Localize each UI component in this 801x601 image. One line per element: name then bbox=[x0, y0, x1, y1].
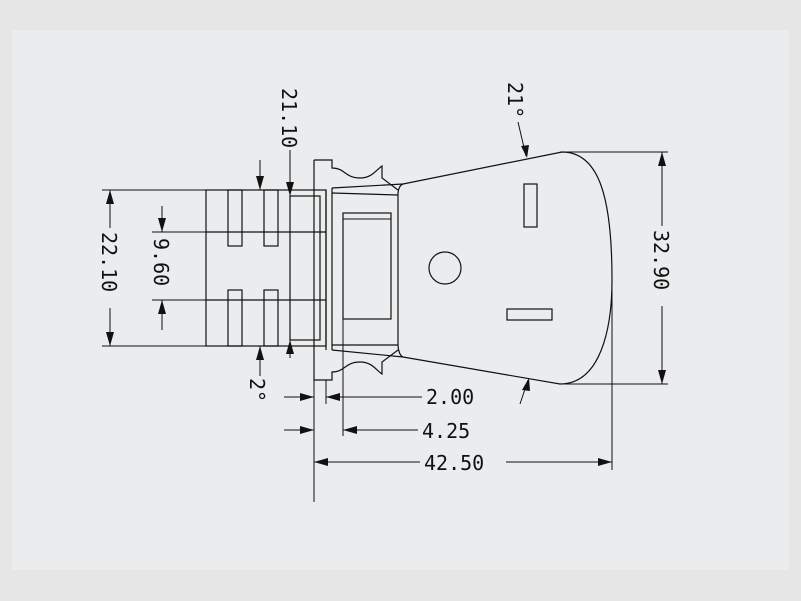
face-slot-vertical bbox=[523, 183, 538, 228]
inner-cavity bbox=[342, 212, 392, 320]
ground-hole bbox=[428, 251, 462, 285]
rear-housing-inner bbox=[289, 195, 321, 341]
neck-top-2 bbox=[331, 192, 399, 196]
rear-housing bbox=[205, 189, 327, 347]
face-slot-horizontal bbox=[506, 308, 553, 321]
dim-pin-spacing-label: 9.60 bbox=[149, 238, 173, 286]
dim-offset-b: 4.25 bbox=[284, 419, 470, 443]
dim-offset-b-label: 4.25 bbox=[422, 419, 470, 443]
dim-pin-spacing: 9.60 bbox=[149, 206, 206, 330]
dim-height-right-label: 32.90 bbox=[649, 230, 673, 290]
flange bbox=[313, 159, 399, 381]
plug-body bbox=[205, 151, 613, 385]
contact-top-1 bbox=[227, 189, 243, 247]
dim-total-length-label: 42.50 bbox=[424, 451, 484, 475]
contact-top-2 bbox=[263, 189, 279, 247]
dim-angle-top-label: 21° bbox=[503, 82, 527, 118]
dim-offset-a-label: 2.00 bbox=[426, 385, 474, 409]
contact-bottom-2 bbox=[263, 289, 279, 347]
body-outline bbox=[397, 151, 613, 385]
contact-bottom-1 bbox=[227, 289, 243, 347]
dim-angle-bottom-label: 2° bbox=[245, 378, 269, 402]
dim-angle-top: 21° bbox=[503, 82, 530, 405]
dim-total-length: 42.50 bbox=[314, 451, 612, 475]
dim-pin-width-label: 21.10 bbox=[277, 88, 301, 148]
dim-offset-a: 2.00 bbox=[284, 385, 474, 409]
dim-height-left-label: 22.10 bbox=[97, 232, 121, 292]
extension-lines bbox=[313, 280, 613, 502]
dim-pin-width: 21.10 bbox=[256, 88, 301, 196]
dim-angle-bottom: 2° bbox=[245, 340, 294, 402]
dim-height-left: 22.10 bbox=[97, 189, 206, 347]
drawing-frame bbox=[12, 30, 789, 570]
dim-height-right: 32.90 bbox=[560, 151, 673, 385]
